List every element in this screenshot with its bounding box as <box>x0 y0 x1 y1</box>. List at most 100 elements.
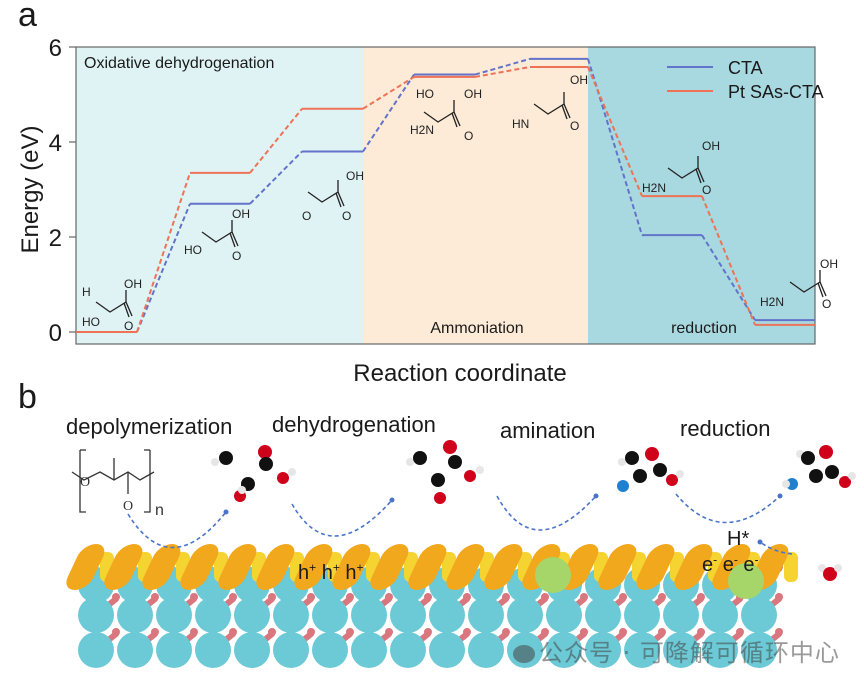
pink-atom <box>307 593 315 601</box>
bond <box>95 290 127 313</box>
hydrogen-atom <box>406 458 414 466</box>
orange-rod <box>370 544 409 590</box>
region-label-reduction: reduction <box>671 320 737 337</box>
oxygen-atom <box>666 474 678 486</box>
atom-label: H <box>82 285 91 299</box>
atom-label: O <box>342 209 351 223</box>
orange-rod <box>256 544 295 590</box>
arrow-depolymerization <box>127 511 227 549</box>
cyan-atom <box>234 597 270 633</box>
pink-atom <box>229 593 237 601</box>
pink-atom <box>658 628 666 636</box>
pt-atom <box>535 557 571 593</box>
panel-b-letter: b <box>18 378 37 416</box>
atom-label: HN <box>512 117 529 131</box>
bond <box>817 282 824 298</box>
cyan-atom <box>624 632 660 668</box>
cyan-atom <box>312 597 348 633</box>
left-bracket <box>79 450 86 513</box>
cyan-atom <box>624 597 660 633</box>
cyan-atom <box>702 597 738 633</box>
transition-0-1 <box>136 203 191 333</box>
orange-rod <box>712 544 751 590</box>
cyan-atom <box>273 632 309 668</box>
cyan-atom <box>546 632 582 668</box>
pink-atom <box>463 628 471 636</box>
transition-4-5 <box>587 66 643 197</box>
transition-3-4 <box>474 57 531 76</box>
cyan-atom <box>78 597 114 633</box>
hole-2: h+ <box>321 560 340 584</box>
atom-label: OH <box>820 257 838 271</box>
atom-label: H2N <box>642 181 666 195</box>
electron-2: e- <box>722 552 738 576</box>
carbon-atom <box>801 451 815 465</box>
electrons-label: e- e- e- <box>702 552 759 577</box>
cyan-atom <box>156 632 192 668</box>
pink-atom <box>385 593 393 601</box>
orange-rod <box>142 544 181 590</box>
bond <box>125 301 133 317</box>
cyan-atom <box>429 597 465 633</box>
carbon-atom <box>413 451 427 465</box>
cyan-atom <box>585 632 621 668</box>
cyan-atom <box>741 597 777 633</box>
y-tick-label-0: 0 <box>49 320 62 347</box>
oxygen-label: O <box>123 499 133 514</box>
y-tick-label-2: 2 <box>49 225 62 252</box>
bond <box>695 168 702 184</box>
oxygen-atom <box>645 447 659 461</box>
cyan-atom <box>195 632 231 668</box>
bond <box>563 103 571 119</box>
step-label-reduction: reduction <box>680 416 771 441</box>
pink-atom <box>502 628 510 636</box>
carbon-atom <box>448 455 462 469</box>
cyan-atom <box>741 632 777 668</box>
watermark-text: 公众号 · 可降解可循环中心 <box>539 639 840 667</box>
bond <box>123 302 130 318</box>
pink-atom <box>151 628 159 636</box>
hydrogen-atom <box>676 470 684 478</box>
atom-label: H2N <box>410 123 434 137</box>
pink-atom <box>112 628 120 636</box>
pink-atom <box>619 628 627 636</box>
nitrogen-atom <box>786 478 798 490</box>
holes-label: h+ h+ h+ <box>298 560 364 585</box>
pink-atom <box>190 593 198 601</box>
catalyst-slab <box>66 544 798 668</box>
bond <box>667 156 699 179</box>
step-label-amination: amination <box>500 418 596 443</box>
hydrogen-atom <box>782 480 790 488</box>
cyan-atom <box>390 597 426 633</box>
oxygen-atom <box>823 567 837 581</box>
arrow-head <box>757 539 763 545</box>
oxygen-atom <box>258 445 272 459</box>
right-bracket <box>144 450 151 513</box>
oxygen-atom <box>434 492 446 504</box>
watermark: 公众号 · 可降解可循环中心 <box>513 633 840 668</box>
cyan-atom <box>117 597 153 633</box>
atom-label: O <box>570 119 579 133</box>
legend-label-1: Pt SAs-CTA <box>728 82 824 102</box>
pink-atom <box>346 593 354 601</box>
transition-3-4 <box>474 65 531 78</box>
pink-atom <box>151 593 159 601</box>
arrow-water-to-h <box>759 541 793 555</box>
x-axis-label: Reaction coordinate <box>353 360 566 387</box>
pink-atom <box>658 593 666 601</box>
pink-atom <box>580 628 588 636</box>
atom-label: O <box>822 297 831 311</box>
carbon-atom <box>653 463 667 477</box>
step-label-dehydrogenation: dehydrogenation <box>272 412 436 437</box>
transition-1-2 <box>249 150 303 205</box>
cyan-atom <box>507 597 543 633</box>
hydrogen-atom <box>238 486 246 494</box>
orange-rod <box>674 544 713 590</box>
bond <box>423 100 455 123</box>
hydrogen-atom <box>834 564 842 572</box>
pink-atom <box>268 593 276 601</box>
cyan-atom <box>195 597 231 633</box>
